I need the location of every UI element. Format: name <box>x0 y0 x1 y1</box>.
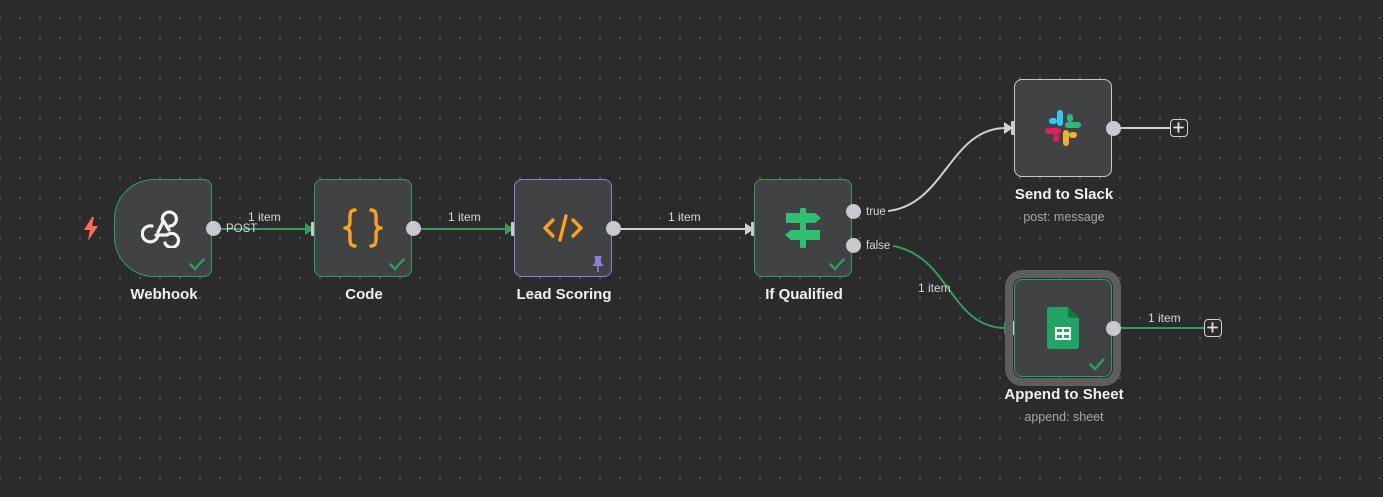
success-check-icon <box>1089 358 1105 371</box>
edge-count-label: 1 item <box>668 210 701 224</box>
node-append-to-sheet[interactable] <box>1005 270 1121 386</box>
pin-icon <box>592 256 604 272</box>
code-output-port[interactable] <box>406 221 421 236</box>
slack-output-port[interactable] <box>1106 121 1121 136</box>
plus-icon <box>1207 322 1218 333</box>
node-subtitle-append-to-sheet: append: sheet <box>1024 410 1104 424</box>
if-true-label: true <box>866 206 886 218</box>
slack-icon <box>1045 110 1081 146</box>
edge-arrowhead <box>305 223 314 235</box>
code-braces-icon <box>343 208 383 248</box>
if-false-output-port[interactable] <box>846 238 861 253</box>
sheet-add-node-button[interactable] <box>1204 319 1222 337</box>
node-label-append-to-sheet: Append to Sheet <box>1004 386 1124 403</box>
edge-if-true-slack[interactable] <box>887 127 1007 212</box>
sheet-output-port[interactable] <box>1106 321 1121 336</box>
node-webhook[interactable] <box>114 179 212 277</box>
edge-count-label: 1 item <box>1148 311 1181 325</box>
node-label-code: Code <box>345 286 383 303</box>
node-label-send-to-slack: Send to Slack <box>1014 186 1114 203</box>
google-sheets-icon <box>1047 307 1079 349</box>
signpost-icon <box>785 208 821 248</box>
node-label-lead-scoring: Lead Scoring <box>516 286 612 303</box>
success-check-icon <box>389 258 405 271</box>
success-check-icon <box>189 258 205 271</box>
node-code[interactable] <box>314 179 412 277</box>
webhook-method-label: POST <box>226 223 258 235</box>
edge-count-label: 1 item <box>448 210 481 224</box>
node-if-qualified[interactable] <box>754 179 852 277</box>
code-tag-icon <box>543 214 583 242</box>
trigger-bolt-icon <box>84 217 98 241</box>
node-label-if-qualified: If Qualified <box>765 286 843 303</box>
edge-arrowhead <box>1004 322 1013 334</box>
node-lead-scoring[interactable] <box>514 179 612 277</box>
lead-scoring-output-port[interactable] <box>606 221 621 236</box>
edge-arrowhead <box>745 223 754 235</box>
if-false-label: false <box>866 240 891 252</box>
edge-count-label: 1 item <box>918 281 951 295</box>
node-send-to-slack[interactable] <box>1014 79 1112 177</box>
if-true-output-port[interactable] <box>846 204 861 219</box>
slack-add-node-button[interactable] <box>1170 119 1188 137</box>
webhook-output-port[interactable] <box>206 221 221 236</box>
edge-arrowhead <box>1004 122 1013 134</box>
node-subtitle-send-to-slack: post: message <box>1023 210 1105 224</box>
node-label-webhook: Webhook <box>130 286 198 303</box>
edge-if-false-sheet[interactable] <box>892 245 1007 329</box>
edge-count-label: 1 item <box>248 210 281 224</box>
plus-icon <box>1173 122 1184 133</box>
edge-arrowhead <box>505 223 514 235</box>
success-check-icon <box>829 258 845 271</box>
webhook-icon <box>141 210 181 248</box>
